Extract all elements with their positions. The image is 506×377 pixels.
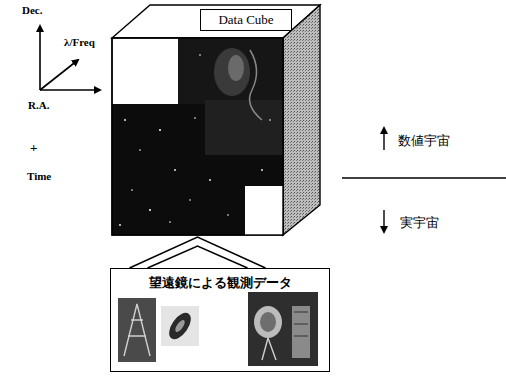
cube-title: Data Cube <box>200 9 292 31</box>
region-label: 数値宇宙 <box>398 132 450 150</box>
telescope-photos <box>118 292 318 366</box>
hollow-arrow <box>130 237 266 268</box>
data-cube: Data Cube <box>112 38 283 235</box>
observation-box: 望遠鏡による観測データ <box>110 268 330 372</box>
data-cube-drawing <box>112 5 320 235</box>
universe-divider <box>342 128 506 232</box>
axis-arrows <box>40 26 100 90</box>
axis-label: λ/Freq <box>64 36 95 48</box>
region-label: 実宇宙 <box>400 214 439 232</box>
axis-label: R.A. <box>28 99 49 111</box>
axis-label: Dec. <box>22 4 42 16</box>
axis-label: Time <box>27 170 51 182</box>
axis-label: + <box>30 140 37 156</box>
box-heading: 望遠鏡による観測データ <box>111 274 329 292</box>
